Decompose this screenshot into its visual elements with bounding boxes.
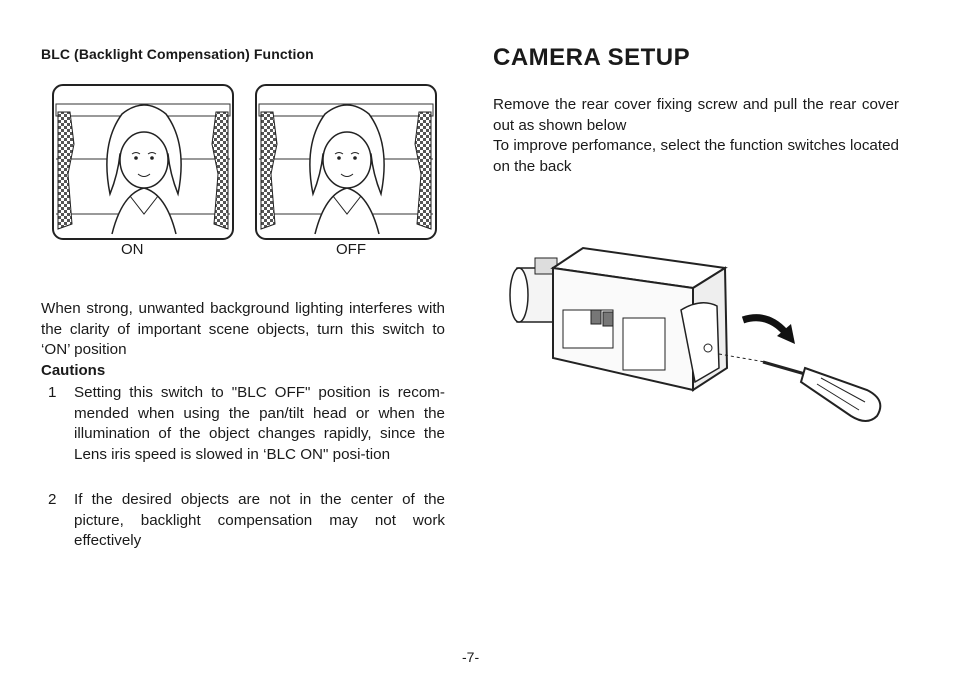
setup-paragraph-2: To improve perfomance, select the functi… (493, 137, 899, 175)
camera-setup-heading: CAMERA SETUP (493, 44, 691, 71)
camera-screwdriver-illustration (509, 246, 882, 422)
blc-description: When strong, unwanted background lightin… (41, 300, 445, 358)
figure-on-caption: ON (121, 241, 144, 258)
caution-item: 1 Setting this switch to "BLC OFF" posit… (41, 383, 445, 465)
cautions-title: Cautions (41, 362, 106, 379)
blc-on-illustration (52, 84, 234, 240)
setup-paragraph-1: Remove the rear cover fixing screw and p… (493, 96, 899, 134)
figure-off-caption: OFF (336, 241, 366, 258)
camera-setup-intro: Remove the rear cover fixing screw and p… (493, 95, 899, 177)
page-number: -7- (462, 649, 480, 665)
blc-off-illustration (255, 84, 437, 240)
caution-item: 2 If the desired objects are not in the … (41, 490, 445, 552)
caution-number: 1 (48, 384, 57, 401)
caution-number: 2 (48, 491, 57, 508)
caution-text: If the desired objects are not in the ce… (74, 491, 445, 549)
blc-heading: BLC (Backlight Compensation) Function (41, 46, 314, 62)
caution-text: Setting this switch to "BLC OFF" positio… (74, 384, 445, 463)
